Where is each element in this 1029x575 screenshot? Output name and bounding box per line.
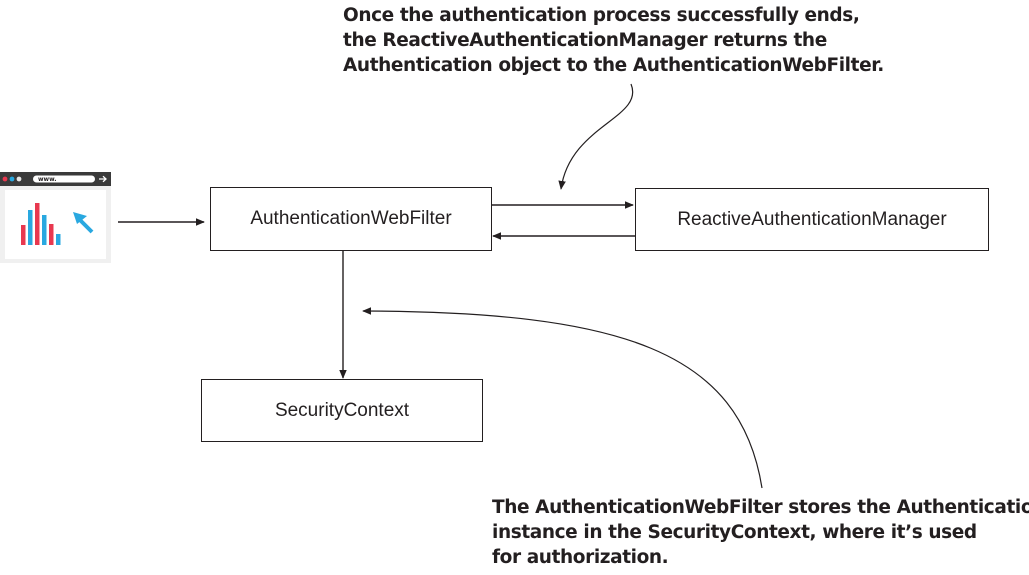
cursor-arrow-icon <box>73 212 94 234</box>
address-bar <box>33 175 95 183</box>
bottom-annotation-line-2: instance in the SecurityContext, where i… <box>492 522 977 543</box>
window-minimize-dot-icon <box>9 176 15 182</box>
bottom-annotation: The AuthenticationWebFilter stores the A… <box>492 495 1029 570</box>
chart-bar-1 <box>21 225 26 245</box>
address-bar-url: www. <box>38 176 57 183</box>
chart-bar-4 <box>42 215 47 245</box>
top-annotation-line-3: Authentication object to the Authenticat… <box>343 55 884 76</box>
authentication-web-filter-label: AuthenticationWebFilter <box>250 208 452 229</box>
go-arrow-icon <box>99 175 107 183</box>
bottom-annotation-line-3: for authorization. <box>492 547 669 568</box>
top-annotation-line-1: Once the authentication process successf… <box>343 5 860 26</box>
bottom-annotation-line-1: The AuthenticationWebFilter stores the A… <box>492 497 1029 518</box>
window-maximize-dot-icon <box>16 176 22 182</box>
chart-bar-6 <box>56 234 61 245</box>
top-annotation-pointer <box>558 83 634 190</box>
chart-bar-3 <box>35 203 40 245</box>
window-close-dot-icon <box>2 176 8 182</box>
chart-bar-5 <box>49 224 54 245</box>
chart-bar-2 <box>28 210 33 245</box>
top-annotation-line-2: the ReactiveAuthenticationManager return… <box>343 30 827 51</box>
reactive-authentication-manager-box: ReactiveAuthenticationManager <box>635 188 989 251</box>
authentication-web-filter-box: AuthenticationWebFilter <box>210 187 492 251</box>
bottom-annotation-pointer <box>362 307 763 489</box>
security-context-box: SecurityContext <box>201 379 483 442</box>
reactive-authentication-manager-label: ReactiveAuthenticationManager <box>677 208 947 230</box>
browser-content <box>5 190 106 259</box>
security-context-label: SecurityContext <box>274 399 410 421</box>
top-annotation: Once the authentication process successf… <box>343 3 884 78</box>
browser-window-icon: www. <box>0 172 111 263</box>
